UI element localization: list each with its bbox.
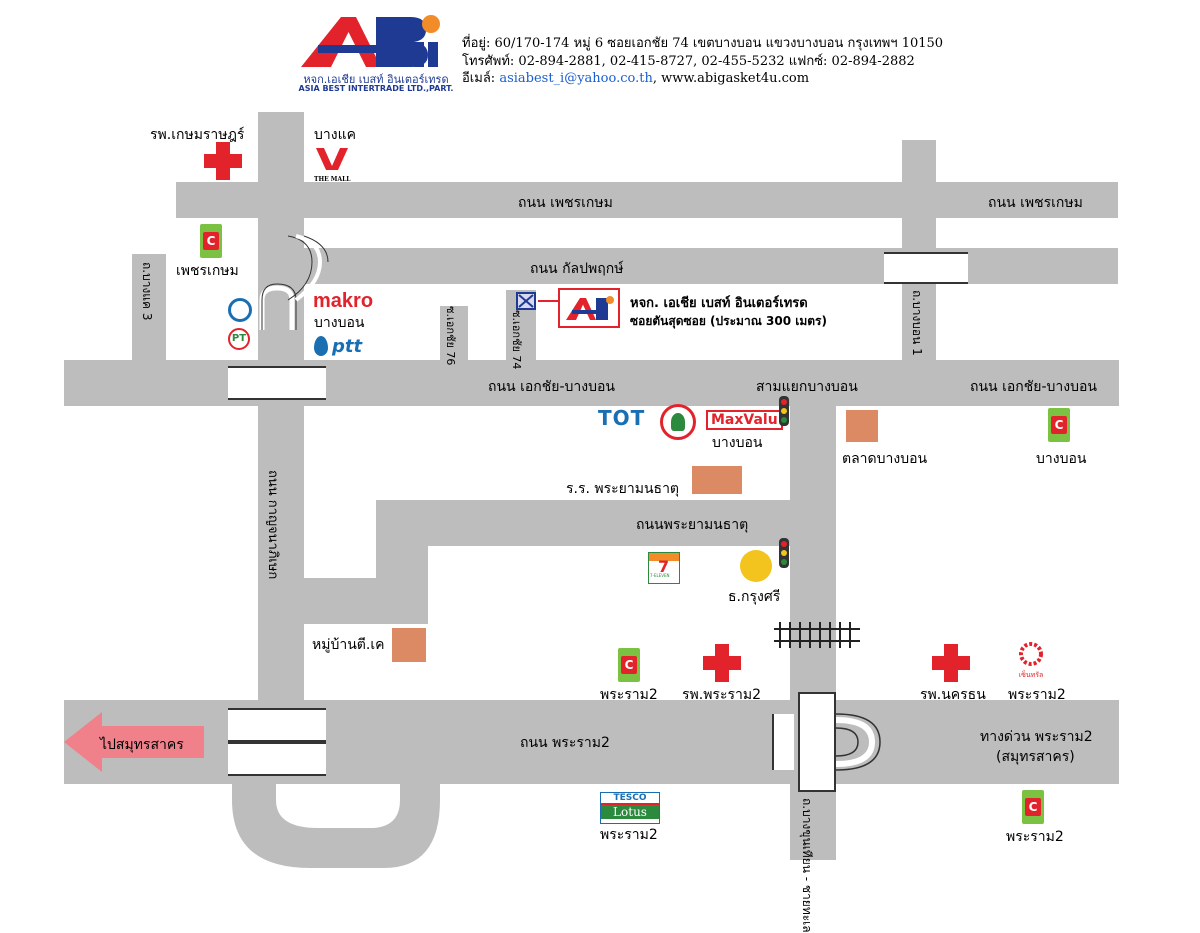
label-ekkachai74: ซ.เอกชัย 74: [510, 310, 523, 370]
bigc-bangbon-icon: C: [1048, 408, 1070, 442]
label-to-samutsakhon: ไปสมุทรสาคร: [100, 737, 184, 753]
label-ekkachai76: ซ.เอกชัย 76: [444, 306, 457, 366]
label-krungsri: ธ.กรุงศรี: [728, 589, 781, 605]
label-makro-branch: บางบอน: [314, 315, 365, 331]
company-name-th: หจก.เอเชีย เบสท์ อินเตอร์เทรด: [303, 73, 449, 86]
label-ekkachai-mid: ถนน เอกชัย-บางบอน: [488, 379, 615, 395]
school-building: [692, 466, 742, 494]
label-nakornthon: รพ.นครธน: [920, 687, 986, 703]
road-bangbon1: [902, 140, 936, 362]
seven-eleven-label: 7-ELEVEN: [650, 573, 670, 578]
bigc-rama2-b-icon: C: [1022, 790, 1044, 824]
label-rama2-hospital: รพ.พระราม2: [682, 687, 761, 703]
makro-logo: makro: [313, 290, 374, 312]
label-village: หมู่บ้านตี.เค: [312, 637, 385, 653]
maxvalu-logo: MaxValu: [706, 410, 783, 430]
seven-eleven-icon: 7 7-ELEVEN: [648, 552, 680, 584]
label-bigc-bangbon: บางบอน: [1036, 451, 1087, 467]
arrow-to-samutsakhon-icon: [64, 712, 204, 772]
label-kanlapaphruek: ถนน กัลปพฤกษ์: [530, 261, 624, 277]
ptt-icon: [314, 336, 328, 356]
lotus-label: Lotus: [601, 805, 659, 819]
tot-logo: TOT: [598, 406, 646, 430]
crossing-kanchanaphisek-rama2: [228, 708, 326, 742]
hospital-rama2-icon: [703, 644, 741, 682]
pt-icon: PT: [228, 328, 250, 350]
website-text: , www.abigasket4u.com: [652, 71, 810, 86]
road-curves: [232, 234, 881, 868]
bigc-phetkasem-icon: C: [200, 224, 222, 258]
road-village-link: [300, 578, 428, 624]
traffic-light-bottom-icon: [779, 538, 789, 568]
crossing-kanlapaphruek-bangbon1: [884, 252, 968, 284]
central-icon: เซ็นทรัล: [1016, 642, 1046, 679]
label-phetkasem-left: ถนน เพชรเกษม: [518, 195, 613, 211]
kbank-icon: [660, 404, 696, 440]
the-mall-label: THE MALL: [314, 176, 351, 183]
bangchak-icon: [228, 298, 252, 322]
village-building: [392, 628, 426, 662]
header-email: อีเมล์: asiabest_i@yahoo.co.th, www.abig…: [462, 67, 809, 88]
company-location-marker[interactable]: [516, 292, 536, 310]
email-prefix: อีเมล์:: [462, 71, 496, 86]
road-phetkasem: [176, 182, 1118, 218]
label-bangkhunthian: ถ.บางขุนเทียน - ชายทะเล: [800, 798, 814, 933]
label-bangkhae: บางแค: [314, 127, 356, 143]
ptt-logo: ptt: [332, 336, 363, 357]
road-bangkhae3: [132, 254, 166, 364]
label-samyaek: สามแยกบางบอน: [756, 379, 858, 395]
label-maxvalu-branch: บางบอน: [712, 435, 763, 451]
bigc-rama2-a-icon: C: [618, 648, 640, 682]
marker-pointer: [538, 300, 560, 302]
email-link[interactable]: asiabest_i@yahoo.co.th: [499, 71, 653, 86]
label-expressway-sub: (สมุทรสาคร): [996, 749, 1075, 765]
road-kanchanaphisek: [258, 112, 304, 712]
crossing-rama2-right: [772, 714, 794, 770]
company-name-en: ASIA BEST INTERTRADE LTD.,PART.: [298, 84, 454, 93]
phone-text: โทรศัพท์: 02-894-2881, 02-415-8727, 02-4…: [462, 54, 915, 69]
label-bangbon1: ถ.บางบอน 1: [910, 290, 924, 356]
label-school: ร.ร. พระยามนธาตุ: [566, 481, 680, 497]
tesco-lotus-icon: TESCO Lotus: [600, 792, 660, 824]
label-expressway: ทางด่วน พระราม2: [980, 729, 1093, 745]
label-ekkachai-right: ถนน เอกชัย-บางบอน: [970, 379, 1097, 395]
traffic-light-top-icon: [779, 396, 789, 426]
crossing-kanchanaphisek-rama2-b: [228, 742, 326, 776]
label-company-marker-sub: ซอยตันสุดซอย (ประมาณ 300 เมตร): [630, 314, 827, 328]
label-bangkhae3: ถ.บางแค 3: [140, 262, 154, 321]
label-kasemrad: รพ.เกษมราษฎร์: [150, 127, 245, 143]
label-tesco-branch: พระราม2: [600, 827, 658, 843]
label-central-rama2: พระราม2: [1008, 687, 1066, 703]
header-address: ที่อยู่: 60/170-174 หมู่ 6 ซอยเอกชัย 74 …: [462, 32, 943, 53]
crossing-kanchanaphisek-ekkachai: [228, 366, 326, 400]
hospital-kasemrad-icon: [204, 142, 242, 180]
label-phrayamonthatu: ถนนพระยามนธาตุ: [636, 517, 749, 533]
label-company-marker: หจก. เอเชีย เบสท์ อินเตอร์เทรด: [630, 296, 808, 311]
header-phone: โทรศัพท์: 02-894-2881, 02-415-8727, 02-4…: [462, 50, 915, 71]
company-marker-logo: [558, 288, 620, 328]
label-phetkasem-right: ถนน เพชรเกษม: [988, 195, 1083, 211]
railway-icon: [774, 622, 860, 648]
tesco-label: TESCO: [601, 793, 659, 805]
label-market: ตลาดบางบอน: [842, 451, 928, 467]
company-logo: หจก.เอเชีย เบสท์ อินเตอร์เทรด ASIA BEST …: [296, 12, 466, 97]
hospital-nakornthon-icon: [932, 644, 970, 682]
address-text: ที่อยู่: 60/170-174 หมู่ 6 ซอยเอกชัย 74 …: [462, 36, 944, 51]
the-mall-icon: THE MALL: [314, 144, 352, 183]
label-bigc-rama2-b: พระราม2: [1006, 829, 1064, 845]
central-label: เซ็นทรัล: [1018, 671, 1044, 679]
road-kanlapaphruek: [290, 248, 1118, 284]
label-bigc-phetkasem: เพชรเกษม: [176, 263, 239, 279]
market-building: [846, 410, 878, 442]
label-bigc-rama2-a: พระราม2: [600, 687, 658, 703]
label-kanchanaphisek: ถนน กาญจนาภิเษก: [265, 470, 280, 580]
label-rama2: ถนน พระราม2: [520, 735, 610, 751]
crossing-bangkhunthian-rama2: [798, 692, 836, 792]
road-soi-ekkachai76: [440, 306, 468, 362]
road-phrayamonthatu: [376, 500, 790, 546]
krungsri-icon: [740, 550, 772, 582]
